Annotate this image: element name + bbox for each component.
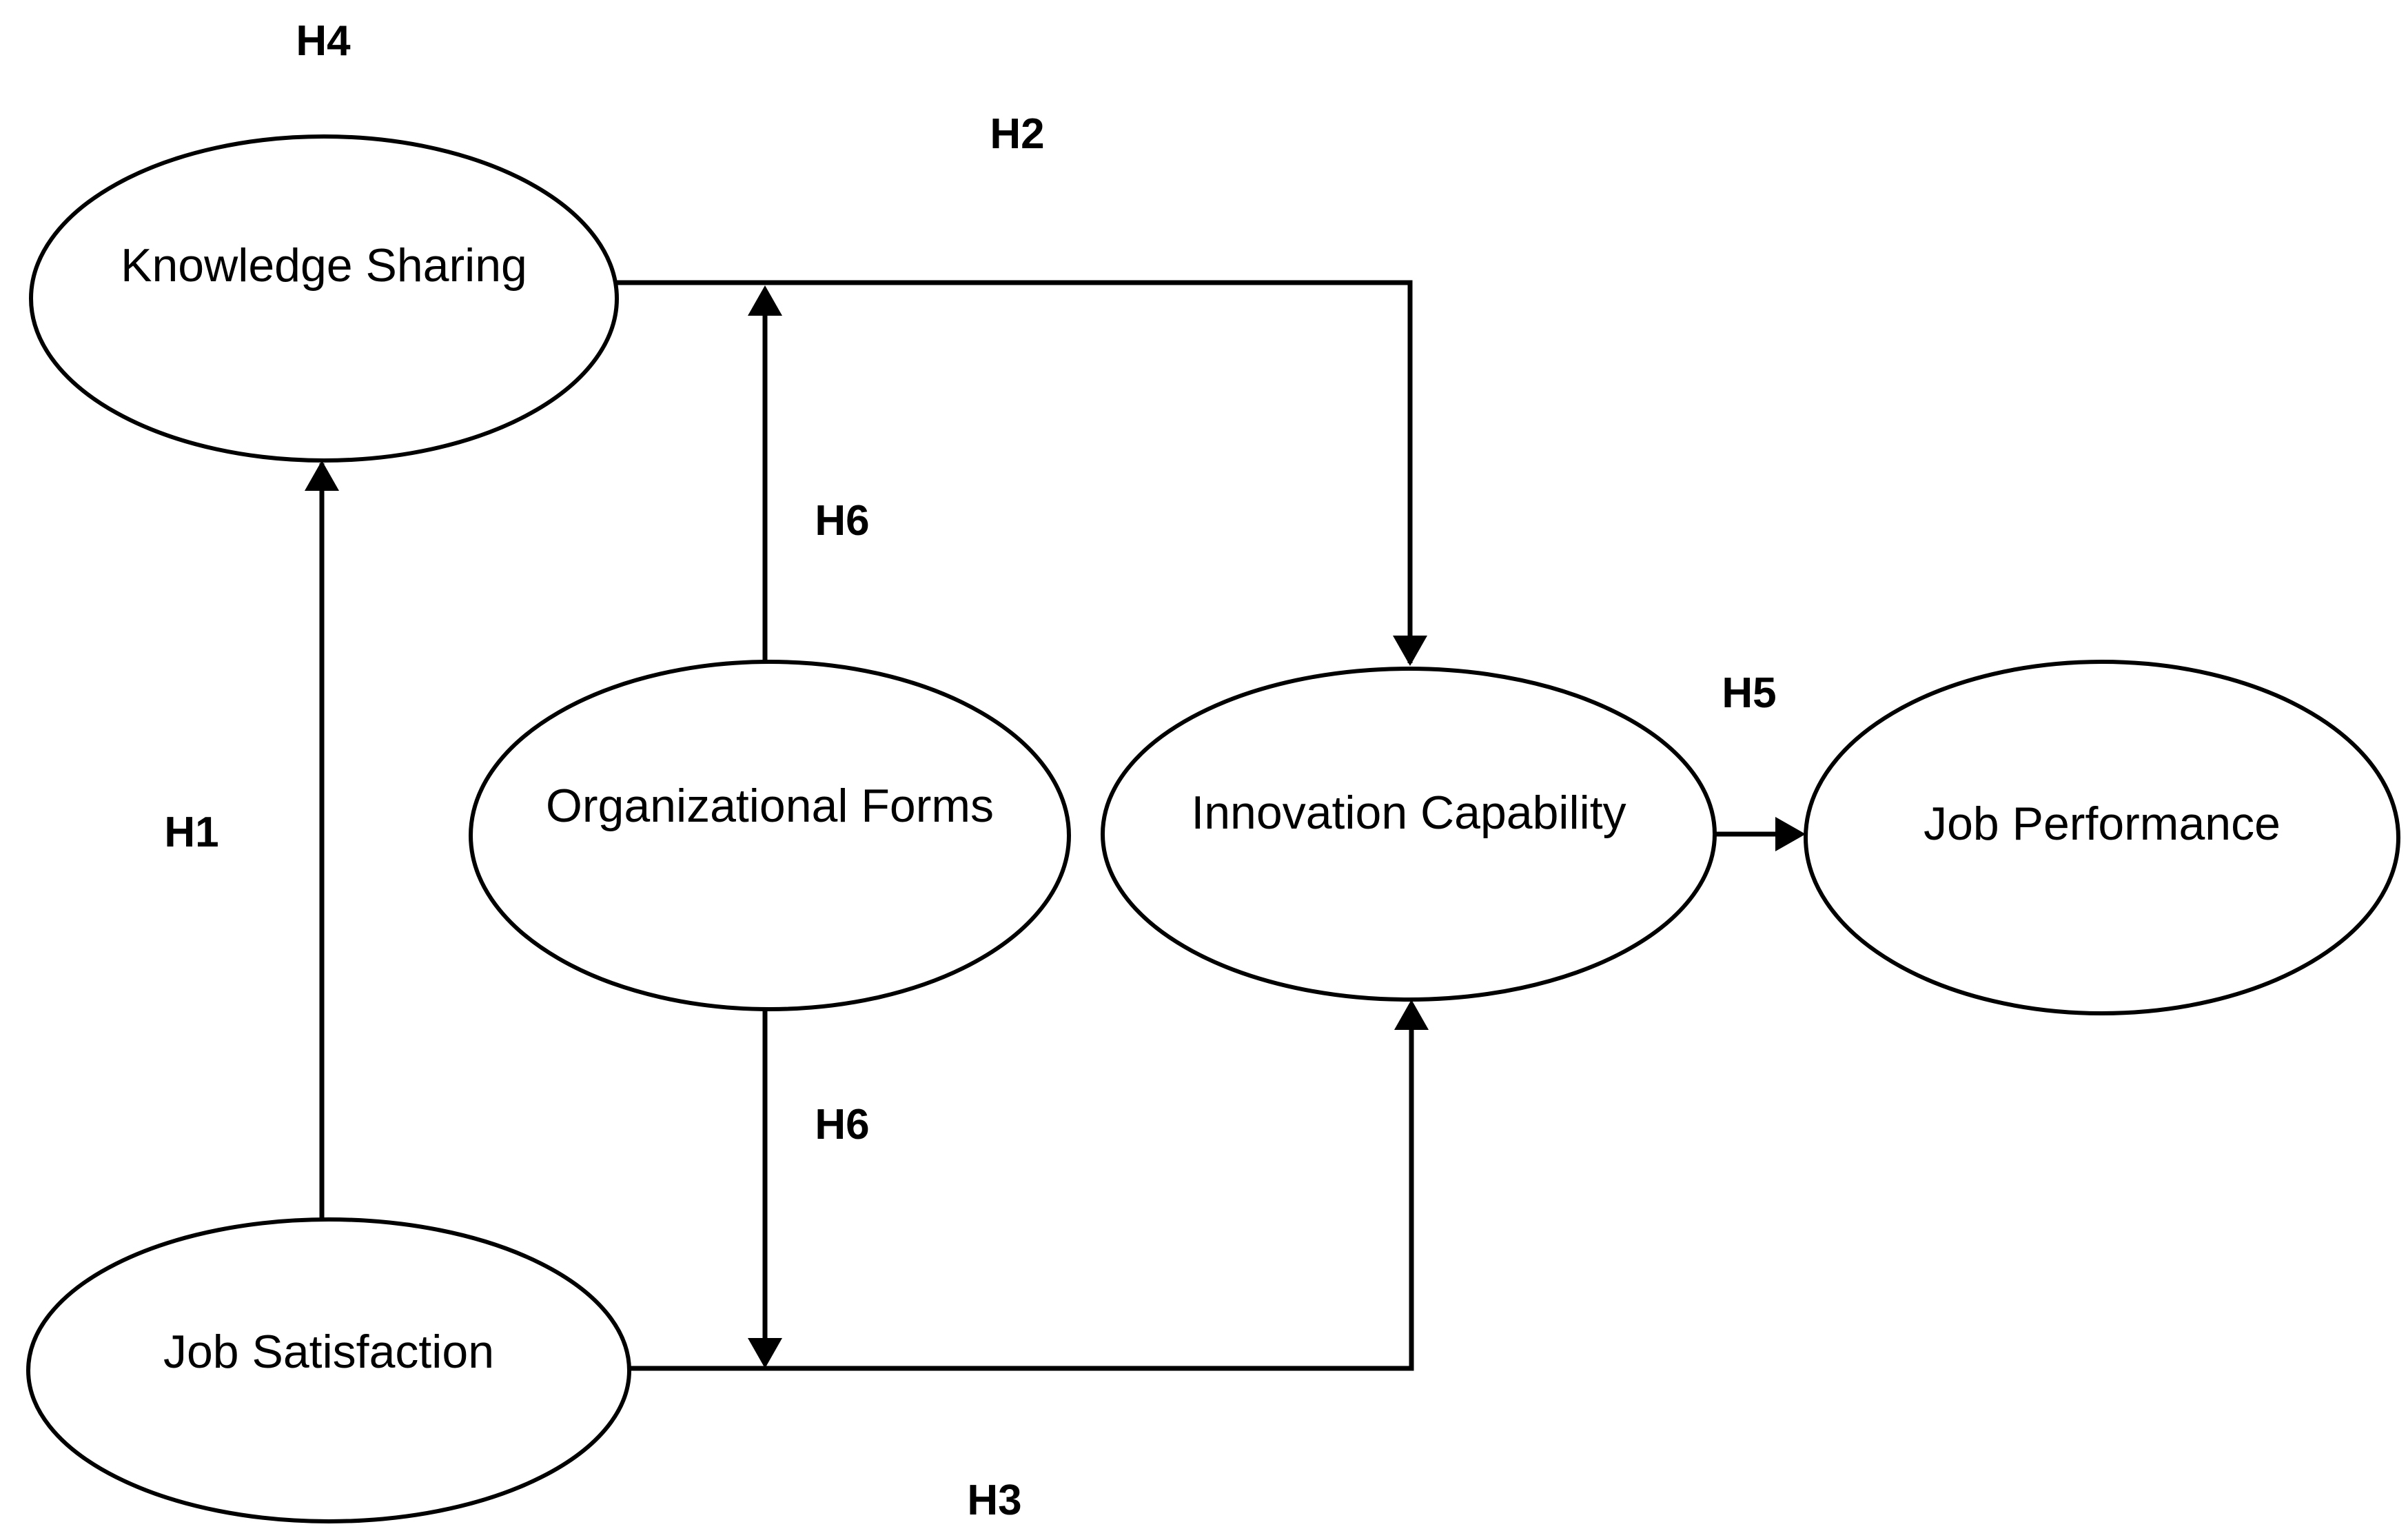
h5-label: H5 [1722,669,1776,717]
h6-lower-arrow-head-icon [748,1338,782,1368]
node-job-satisfaction-label: Job Satisfaction [163,1326,494,1378]
h1-arrow-head-icon [305,460,339,491]
node-innovation-capability-ellipse [1101,667,1717,1002]
h3-label: H3 [967,1477,1021,1524]
node-innovation-capability: Innovation Capability [1101,667,1717,1002]
node-job-performance: Job Performance [1804,660,2400,1015]
node-innovation-capability-label: Innovation Capability [1191,787,1626,839]
h4-label: H4 [296,17,351,65]
node-knowledge-sharing: Knowledge Sharing [29,134,619,463]
node-organizational-forms-label: Organizational Forms [546,780,994,832]
edge-h2-arrow [615,280,1413,663]
node-knowledge-sharing-label: Knowledge Sharing [121,239,527,292]
node-knowledge-sharing-ellipse [29,134,619,463]
node-job-performance-label: Job Performance [1924,798,2281,850]
node-job-performance-ellipse [1804,660,2400,1015]
h1-label: H1 [164,809,218,856]
h3-arrow-head-icon [1394,1000,1429,1030]
h5-arrow-head-icon [1775,817,1806,851]
h2-label: H2 [990,110,1044,158]
h6-lower-label: H6 [815,1101,869,1148]
node-job-satisfaction: Job Satisfaction [26,1217,631,1523]
h6-upper-arrow-head-icon [748,285,782,316]
h2-arrow-head-icon [1393,636,1427,666]
node-organizational-forms: Organizational Forms [469,660,1071,1011]
edge-h3-arrow [624,1004,1414,1371]
h6-upper-label: H6 [815,497,869,545]
node-job-satisfaction-ellipse [26,1217,631,1523]
node-organizational-forms-ellipse [469,660,1071,1011]
